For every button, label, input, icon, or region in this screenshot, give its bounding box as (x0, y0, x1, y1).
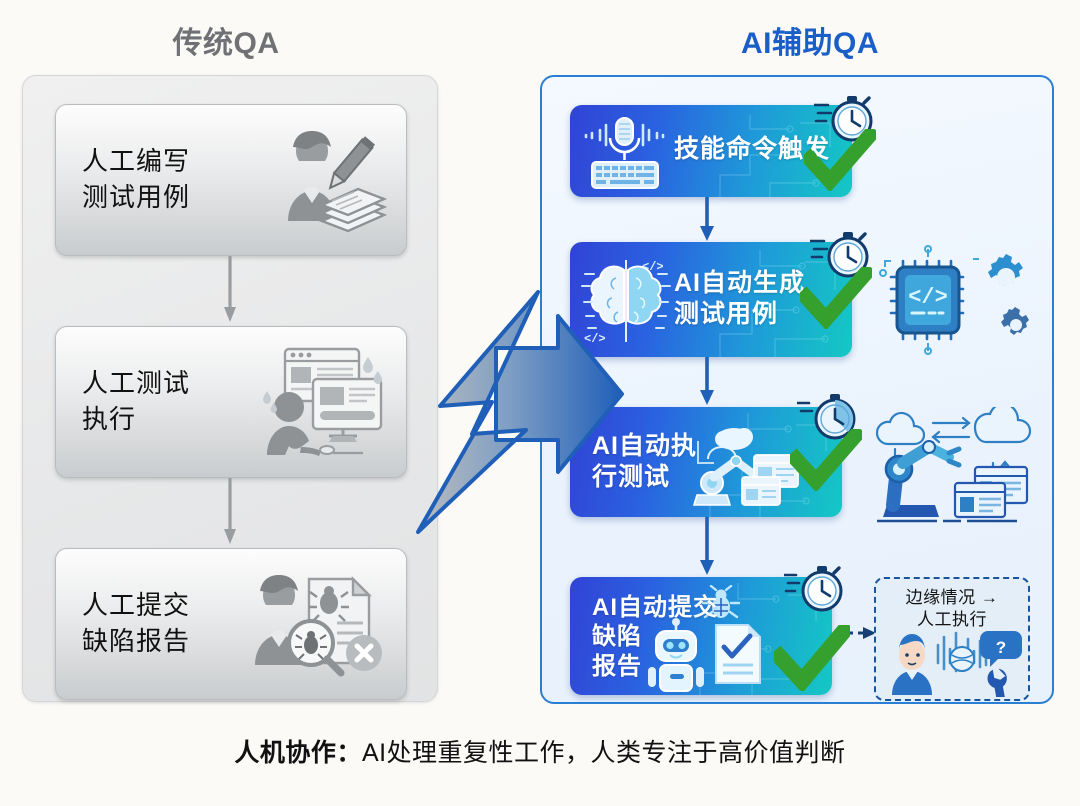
caption-rest: AI处理重复性工作，人类专注于高价值判断 (361, 739, 846, 767)
stopwatch-icon-2 (808, 227, 872, 288)
checked-document-icon (715, 624, 761, 684)
lightning-arrow-icon (410, 290, 630, 540)
circuit-pattern-icon (719, 115, 831, 197)
person-at-computer-sweating-icon (232, 343, 406, 461)
svg-text:?: ? (996, 638, 1006, 657)
traditional-arrow-2 (224, 478, 236, 546)
ai-arrow-2 (700, 357, 714, 407)
green-check-icon-4 (768, 619, 856, 696)
traditional-step-3: 人工提交 缺陷报告 (55, 548, 407, 700)
ai-brain-icon: </> </> (581, 260, 671, 346)
stopwatch-icon-4 (782, 561, 846, 622)
green-check-icon-2 (795, 262, 877, 334)
circuit-pattern-icon (719, 250, 836, 357)
robot-icon (648, 618, 704, 692)
person-bug-report-magnifier-icon (232, 567, 406, 682)
traditional-step-3-label: 人工提交 缺陷报告 (82, 590, 191, 656)
green-check-icon-1 (799, 124, 881, 196)
ai-step-1: 技能命令触发 (570, 105, 852, 197)
ai-qa-header: AI辅助QA (741, 27, 879, 60)
green-check-icon-3 (785, 424, 867, 496)
edge-case-box: 边缘情况 → 人工执行 ? (874, 577, 1030, 701)
cloud-robot-arm-browsers-icon (867, 402, 1035, 525)
caption: 人机协作：AI处理重复性工作，人类专注于高价值判断 (0, 733, 1080, 769)
stopwatch-icon-3 (795, 389, 859, 450)
traditional-qa-header: 传统QA (172, 27, 280, 60)
svg-text:</>: </> (642, 260, 664, 274)
ai-step-2-label: AI自动生成 测试用例 (674, 269, 806, 328)
bug-icon (701, 585, 741, 619)
human-question-wrench-icon: ? (892, 631, 1022, 697)
svg-text:</>: </> (584, 332, 606, 346)
chip-gears-code-icon: </> (877, 245, 1029, 355)
traditional-arrow-1 (224, 256, 236, 324)
robot-arm-browser-icon (692, 428, 799, 506)
ai-arrow-1 (700, 197, 714, 243)
traditional-step-1: 人工编写 测试用例 (55, 104, 407, 256)
traditional-step-1-label: 人工编写 测试用例 (82, 146, 191, 212)
person-writing-documents-icon (232, 125, 406, 235)
traditional-step-2: 人工测试 执行 (55, 326, 407, 478)
ai-step-4-label: AI自动提交 缺陷 报告 (592, 594, 718, 680)
traditional-step-2-label: 人工测试 执行 (82, 368, 191, 434)
traditional-qa-panel: 人工编写 测试用例 (22, 75, 438, 702)
ai-step-4: AI自动提交 缺陷 报告 (570, 577, 832, 695)
ai-qa-panel: 技能命令触发 (540, 75, 1054, 704)
ai-step-3-label: AI自动执 行测试 (592, 432, 698, 491)
edge-case-label: 边缘情况 → 人工执行 (905, 588, 999, 630)
caption-bold-prefix: 人机协作： (234, 739, 362, 767)
stopwatch-icon-1 (812, 91, 876, 152)
ai-arrow-3 (700, 517, 714, 577)
microphone-keyboard-icon (584, 117, 665, 189)
svg-text:</>: </> (908, 285, 948, 310)
